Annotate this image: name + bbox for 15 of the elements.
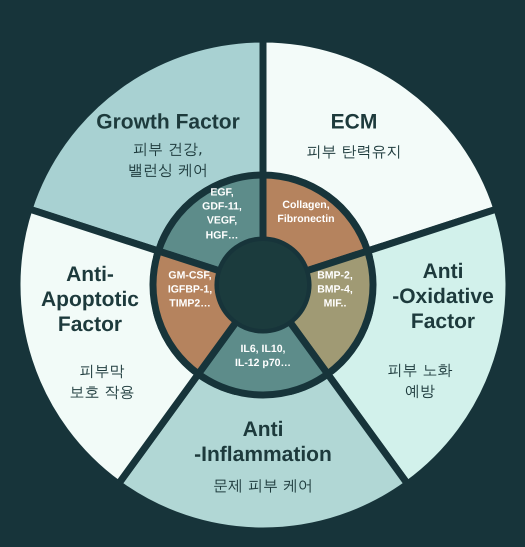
factor-list: BMP-2, BMP-4, MIF.. xyxy=(305,268,365,312)
factor-list: EGF, GDF-11, VEGF, HGF… xyxy=(191,186,253,242)
factor-list: GM-CSF, IGFBP-1, TIMP2… xyxy=(160,268,220,312)
segment-heading: Growth Factor xyxy=(95,109,241,135)
segment-heading: Anti -Oxidative Factor xyxy=(391,259,495,335)
segment-heading: Anti -Inflammation xyxy=(193,416,333,468)
segment-text: 피부막 보호 작용 xyxy=(68,361,136,403)
factor-list: Collagen, Fibronectin xyxy=(271,198,341,226)
segment-heading: ECM xyxy=(330,109,378,135)
segment-text: 피부 탄력유지 xyxy=(306,142,402,162)
segment-text: 문제 피부 케어 xyxy=(212,476,314,496)
segment-text: 피부 건강, 밸런싱 케어 xyxy=(127,139,209,181)
segment-heading: Anti- Apoptotic Factor xyxy=(40,262,140,338)
factor-list: IL6, IL10, IL-12 p70… xyxy=(228,342,298,370)
segment-text: 피부 노화 예방 xyxy=(386,360,454,402)
